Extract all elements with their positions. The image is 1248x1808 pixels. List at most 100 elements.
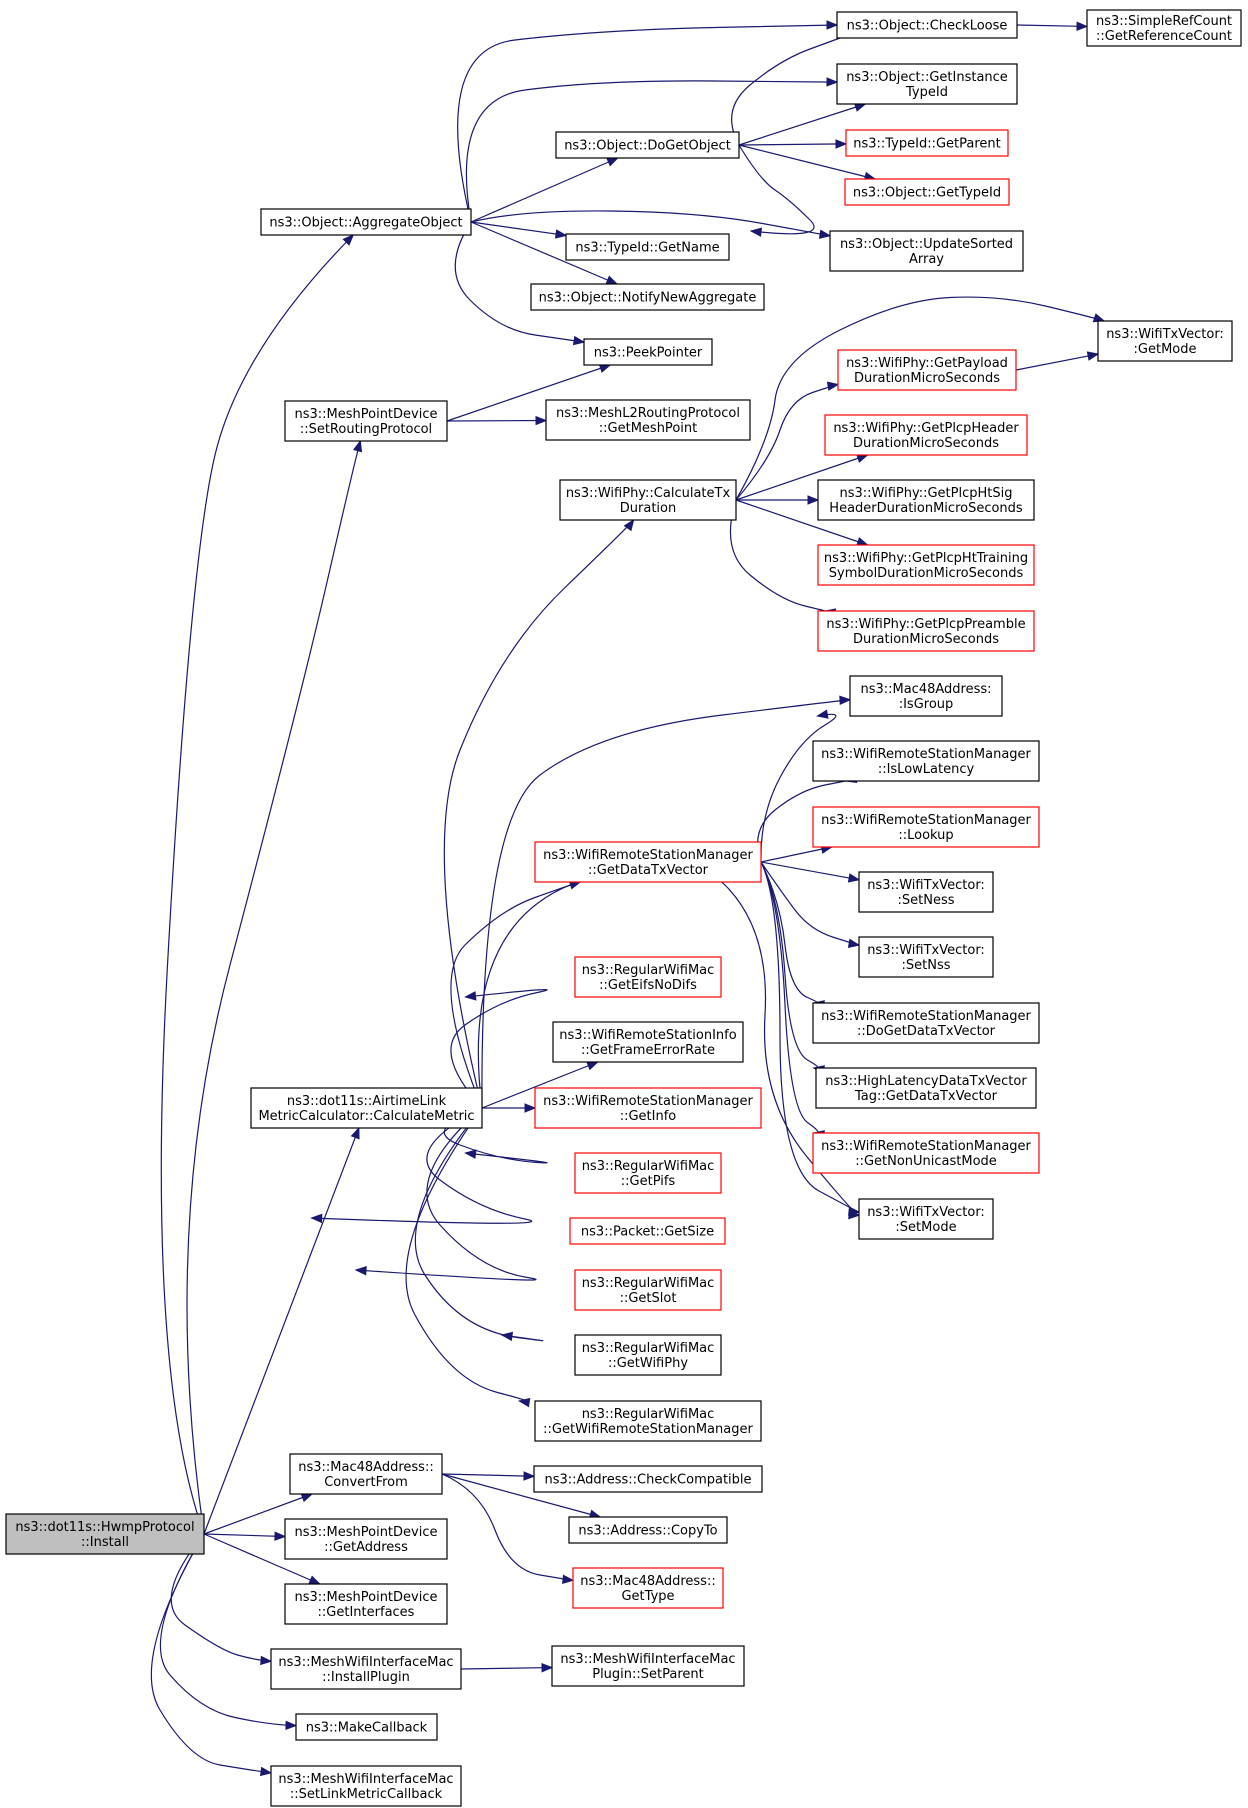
node-mac48-get-type[interactable]: ns3::Mac48Address::GetType — [572, 1567, 724, 1609]
arrowhead — [847, 938, 861, 949]
node-set-nss[interactable]: ns3::WifiTxVector::SetNss — [858, 936, 994, 978]
node-high-latency-tag[interactable]: ns3::HighLatencyDataTxVectorTag::GetData… — [815, 1067, 1037, 1109]
node-mesh-get-interfaces[interactable]: ns3::MeshPointDevice::GetInterfaces — [284, 1583, 448, 1625]
node-get-wifi-remote-station-manager[interactable]: ns3::RegularWifiMac::GetWifiRemoteStatio… — [534, 1400, 762, 1442]
node-peek-pointer[interactable]: ns3::PeekPointer — [583, 338, 713, 366]
arrowhead — [749, 227, 763, 237]
node-label-line: ns3::MeshPointDevice — [294, 1525, 437, 1540]
node-box — [812, 740, 1040, 782]
node-get-plcp-preamble[interactable]: ns3::WifiPhy::GetPlcpPreambleDurationMic… — [817, 610, 1035, 652]
node-label-line: ns3::Packet::GetSize — [581, 1225, 714, 1240]
edge-mac48-convert-from-to-mac48-get-type — [441, 1473, 575, 1584]
node-set-parent[interactable]: ns3::MeshWifiInterfaceMacPlugin::SetPare… — [551, 1645, 745, 1687]
node-label-line: ns3::TypeId::GetParent — [853, 137, 1001, 152]
node-get-info[interactable]: ns3::WifiRemoteStationManager::GetInfo — [534, 1087, 762, 1129]
node-mac48-is-group[interactable]: ns3::Mac48Address::IsGroup — [849, 675, 1003, 717]
node-wifi-tx-vector-get-mode[interactable]: ns3::WifiTxVector::GetMode — [1097, 320, 1233, 362]
function-nodes: ns3::dot11s::HwmpProtocol::Install ns3::O… — [5, 9, 1242, 1807]
node-box — [565, 233, 730, 261]
node-label-line: ::InstallPlugin — [322, 1670, 410, 1685]
node-lookup[interactable]: ns3::WifiRemoteStationManager::Lookup — [812, 806, 1040, 848]
edge-get-data-tx-vector-to-set-mode — [760, 861, 861, 1216]
node-box — [1097, 320, 1233, 362]
node-check-loose[interactable]: ns3::Object::CheckLoose — [836, 11, 1018, 39]
node-box — [824, 414, 1028, 456]
arrowhead — [606, 157, 619, 167]
node-label-line: ::GetWifiPhy — [608, 1356, 688, 1371]
arrowhead — [541, 1662, 554, 1673]
node-label-line: ns3::WifiPhy::GetPlcpHtTraining — [824, 551, 1028, 566]
node-packet-get-size[interactable]: ns3::Packet::GetSize — [569, 1217, 726, 1245]
node-object-get-type-id[interactable]: ns3::Object::GetTypeId — [844, 178, 1010, 206]
arrowhead — [285, 1720, 298, 1731]
edge-calculate-metric-to-calculate-tx-duration — [443, 518, 635, 1109]
edge-get-data-tx-vector-to-lookup — [760, 844, 834, 863]
node-do-get-data-tx-vector[interactable]: ns3::WifiRemoteStationManager::DoGetData… — [812, 1002, 1040, 1044]
node-notify-new-aggregate[interactable]: ns3::Object::NotifyNewAggregate — [530, 283, 765, 311]
node-label-line: ::GetAddress — [324, 1540, 408, 1555]
node-hwmp-install[interactable]: ns3::dot11s::HwmpProtocol::Install — [5, 1513, 205, 1555]
arrowhead — [826, 20, 839, 30]
node-box — [836, 63, 1018, 105]
node-box — [817, 610, 1035, 652]
edge-hwmp-install-to-aggregate-object — [160, 234, 355, 1535]
node-get-plcp-ht-training[interactable]: ns3::WifiPhy::GetPlcpHtTrainingSymbolDur… — [817, 544, 1035, 586]
node-get-plcp-ht-sig-header[interactable]: ns3::WifiPhy::GetPlcpHtSigHeaderDuration… — [817, 479, 1035, 521]
arrowhead — [352, 439, 363, 453]
edge-calculate-metric-to-get-wifi-remote-station-manager — [405, 1107, 531, 1408]
node-get-pifs[interactable]: ns3::RegularWifiMac::GetPifs — [574, 1152, 722, 1194]
node-get-wifi-phy[interactable]: ns3::RegularWifiMac::GetWifiPhy — [574, 1334, 722, 1376]
node-label-line: ns3::WifiRemoteStationManager — [821, 1139, 1031, 1154]
edge-calculate-metric-to-mac48-is-group — [481, 695, 852, 1109]
node-set-link-metric-callback[interactable]: ns3::MeshWifiInterfaceMac::SetLinkMetric… — [270, 1765, 462, 1807]
node-mesh-get-address[interactable]: ns3::MeshPointDevice::GetAddress — [284, 1518, 448, 1560]
edge-calculate-metric-to-packet-get-size — [310, 1107, 533, 1224]
node-label-line: ::GetInfo — [620, 1109, 677, 1124]
node-typeid-get-parent[interactable]: ns3::TypeId::GetParent — [845, 129, 1009, 157]
node-label-line: SymbolDurationMicroSeconds — [829, 566, 1024, 581]
node-get-frame-error-rate[interactable]: ns3::WifiRemoteStationInfo::GetFrameErro… — [552, 1021, 744, 1063]
edge-aggregate-object-to-update-sorted-array — [470, 210, 832, 239]
node-label-line: ::GetWifiRemoteStationManager — [543, 1422, 753, 1437]
node-label-line: ::GetPifs — [621, 1174, 676, 1189]
node-copy-to[interactable]: ns3::Address::CopyTo — [568, 1516, 728, 1544]
node-make-callback[interactable]: ns3::MakeCallback — [295, 1713, 438, 1741]
node-get-slot[interactable]: ns3::RegularWifiMac::GetSlot — [574, 1269, 722, 1311]
node-get-data-tx-vector[interactable]: ns3::WifiRemoteStationManager::GetDataTx… — [534, 841, 762, 883]
node-install-plugin[interactable]: ns3::MeshWifiInterfaceMac::InstallPlugin — [270, 1648, 462, 1690]
node-label-line: ns3::Mac48Address:: — [298, 1460, 433, 1475]
edge-do-get-object-to-update-sorted-array — [738, 144, 815, 237]
node-typeid-get-name[interactable]: ns3::TypeId::GetName — [565, 233, 730, 261]
node-is-low-latency[interactable]: ns3::WifiRemoteStationManager::IsLowLate… — [812, 740, 1040, 782]
node-simple-ref-count[interactable]: ns3::SimpleRefCount::GetReferenceCount — [1086, 9, 1242, 47]
edge-calculate-metric-to-get-info — [482, 1103, 537, 1113]
arrowhead — [464, 1149, 477, 1159]
node-label-line: ns3::WifiTxVector: — [867, 1205, 985, 1220]
arrowhead — [310, 1213, 323, 1224]
node-aggregate-object[interactable]: ns3::Object::AggregateObject — [260, 208, 472, 236]
node-box — [829, 230, 1024, 272]
edge-aggregate-object-to-typeid-get-name — [470, 221, 568, 239]
node-get-plcp-header-duration[interactable]: ns3::WifiPhy::GetPlcpHeaderDurationMicro… — [824, 414, 1028, 456]
node-set-routing-protocol[interactable]: ns3::MeshPointDevice::SetRoutingProtocol — [284, 400, 448, 442]
node-label-line: ns3::WifiPhy::GetPayload — [846, 356, 1008, 371]
node-label-line: :GetMode — [1134, 342, 1197, 357]
node-get-eifs-no-difs[interactable]: ns3::RegularWifiMac::GetEifsNoDifs — [574, 956, 722, 998]
node-get-non-unicast-mode[interactable]: ns3::WifiRemoteStationManager::GetNonUni… — [812, 1132, 1040, 1174]
node-get-payload-duration[interactable]: ns3::WifiPhy::GetPayloadDurationMicroSec… — [837, 349, 1017, 391]
node-set-mode[interactable]: ns3::WifiTxVector::SetMode — [858, 1198, 994, 1240]
node-label-line: ns3::WifiPhy::GetPlcpPreamble — [826, 617, 1025, 632]
node-get-mesh-point[interactable]: ns3::MeshL2RoutingProtocol::GetMeshPoint — [545, 399, 751, 441]
arrowhead — [260, 1655, 273, 1666]
node-calculate-metric[interactable]: ns3::dot11s::AirtimeLinkMetricCalculator… — [250, 1087, 483, 1129]
edge-calculate-metric-to-get-wifi-phy — [414, 1107, 544, 1342]
node-set-ness[interactable]: ns3::WifiTxVector::SetNess — [858, 871, 994, 913]
node-mac48-convert-from[interactable]: ns3::Mac48Address::ConvertFrom — [289, 1453, 443, 1495]
node-box — [836, 11, 1018, 39]
node-check-compatible[interactable]: ns3::Address::CheckCompatible — [533, 1465, 763, 1493]
node-do-get-object[interactable]: ns3::Object::DoGetObject — [555, 131, 740, 159]
edge-calculate-metric-to-get-frame-error-rate — [481, 1061, 599, 1109]
